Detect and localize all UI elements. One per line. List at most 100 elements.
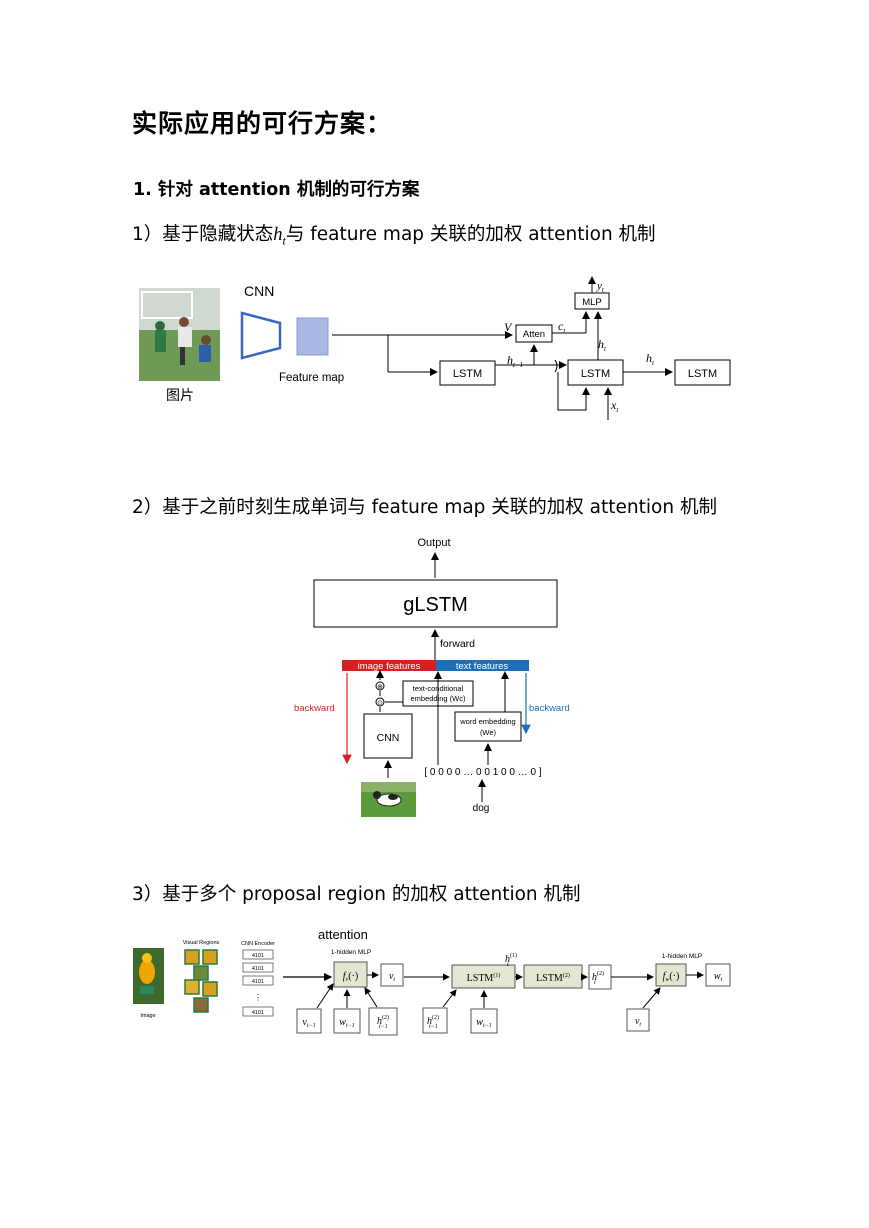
feature-map-square [296, 317, 329, 356]
word-emb-line2: (We) [480, 728, 497, 737]
fv-label: f [343, 971, 347, 982]
encoder-value: 4101 [252, 1010, 264, 1016]
in-w-box [333, 1008, 361, 1034]
vt-box [380, 963, 404, 987]
encoder-value: 4101 [252, 953, 264, 959]
wt-box [705, 963, 731, 987]
svg-text:ct: ct [558, 319, 566, 335]
cnn-label: CNN [244, 283, 274, 299]
fv-arg: (·) [348, 971, 358, 982]
item1-title: 1）基于隐藏状态ht与 feature map 关联的加权 attention … [132, 220, 656, 249]
output-label: Output [417, 537, 450, 549]
plus-node [375, 681, 385, 691]
page-title: 实际应用的可行方案： [132, 109, 393, 138]
item1-title-pre: 1）基于隐藏状态 [132, 224, 274, 245]
encoder-value: 4101 [252, 966, 264, 972]
lstm-left-box [439, 360, 496, 386]
fw-label: f [663, 971, 667, 982]
cnn-encoder-label: CNN Encoder [241, 941, 275, 947]
encoder-value: 4101 [252, 979, 264, 985]
wt-sub: t [721, 977, 723, 983]
text-features-label: text features [456, 661, 509, 672]
out-v-box [626, 1008, 650, 1032]
svg-text:ht: ht [646, 351, 655, 367]
in-w-sub: t−1 [346, 1023, 355, 1029]
vt-label: v [389, 971, 394, 982]
h-sub: t [604, 345, 607, 353]
onehot-vector: [ 0 0 0 0 … 0 0 1 0 0 … 0 ] [424, 767, 542, 778]
fw-arg: (·) [669, 971, 679, 982]
section-heading: 1. 针对 attention 机制的可行方案 [133, 180, 420, 200]
in-w-label: w [339, 1017, 346, 1028]
svg-text:h(2)t−1: h(2) t−1 [377, 1014, 389, 1030]
in-h-sup: (2) [382, 1014, 389, 1021]
h2-label: h [592, 972, 597, 983]
svg-text:ht−1: ht−1 [507, 353, 523, 369]
lstm-left-label: LSTM [453, 368, 482, 380]
c-label: c [558, 319, 564, 333]
h1-sub: t [507, 962, 509, 968]
svg-text:vt: vt [389, 971, 395, 983]
lstm-center-label: LSTM [581, 368, 610, 380]
h2-sup: (2) [597, 970, 604, 977]
encoder-dots: ⋮ [254, 993, 262, 1002]
text-features-bar [436, 660, 529, 671]
lstm-center-box [567, 359, 624, 386]
svg-text:ht: ht [598, 337, 607, 353]
glstm-label: gLSTM [403, 594, 467, 616]
h1-sup: (1) [510, 952, 517, 959]
in-v-box [296, 1008, 322, 1034]
cnn-encoder-list: 4101 4101 4101 ⋮ 4101 [242, 949, 274, 1017]
in-w2-sub: t−1 [483, 1023, 492, 1029]
h-out-sub: t [652, 359, 655, 367]
feature-map-label: Feature map [279, 372, 344, 384]
svg-text:wt−1: wt−1 [339, 1017, 354, 1029]
x-label: x [610, 398, 617, 412]
visual-regions [184, 949, 218, 1013]
diagram-3: attention Image Visual Regions CNN Encod… [133, 927, 731, 1036]
h2-sub: t [594, 980, 596, 986]
svg-text:xt: xt [610, 398, 619, 414]
lstm-right-label: LSTM [688, 368, 717, 380]
hprev-sub: t−1 [513, 361, 523, 369]
cnn-box-label: CNN [377, 732, 400, 744]
h-out-label: h [646, 351, 652, 365]
item1-title-var: h [273, 225, 283, 245]
image-label: Image [140, 1013, 155, 1019]
lstm1-sup: (1) [493, 972, 500, 979]
mlp-label: MLP [582, 297, 602, 308]
wt-label: w [714, 971, 721, 982]
svg-text:LSTM(2): LSTM(2) [536, 972, 570, 984]
svg-text:h(2)t−1: h(2)t−1 [427, 1014, 439, 1030]
forward-label: forward [440, 638, 475, 650]
in-h2-sub: t−1 [429, 1024, 438, 1030]
y-label: y [596, 280, 602, 292]
mlp-right-label: 1-hidden MLP [662, 953, 702, 960]
out-v-label: v [635, 1016, 640, 1027]
item1-title-post: 与 feature map 关联的加权 attention 机制 [285, 224, 656, 245]
svg-text:vt−1: vt−1 [302, 1017, 315, 1029]
in-h2-sup: (2) [432, 1014, 439, 1021]
lstm-right-box [674, 359, 731, 386]
diagram-1: 图片 CNN Feature map LSTM Atten MLP y t LST… [139, 276, 731, 420]
in-h-label: h [377, 1016, 382, 1027]
backward-left-label: backward [294, 703, 335, 714]
svg-text:vt: vt [635, 1016, 641, 1028]
atten-label: Atten [523, 329, 545, 340]
c-sub: t [563, 327, 566, 335]
image-features-label: image features [358, 661, 421, 672]
item2-title: 2）基于之前时刻生成单词与 feature map 关联的加权 attentio… [132, 497, 717, 518]
word-embedding-box [454, 711, 522, 742]
fv-box [333, 961, 368, 988]
plus-symbol: ⊕ [377, 684, 383, 691]
svg-text:LSTM(1): LSTM(1) [467, 972, 501, 984]
svg-text:wt: wt [714, 971, 723, 983]
fw-sub: w [665, 977, 669, 983]
svg-text:h(2)t: h(2)t [592, 970, 604, 986]
attention-label: attention [318, 927, 368, 942]
word-emb-line1: word embedding [459, 717, 515, 726]
in-h-sub: t−1 [379, 1024, 388, 1030]
svg-text:fv(·): fv(·) [343, 971, 358, 983]
image-caption: 图片 [166, 387, 194, 403]
v-label: V [504, 320, 513, 334]
